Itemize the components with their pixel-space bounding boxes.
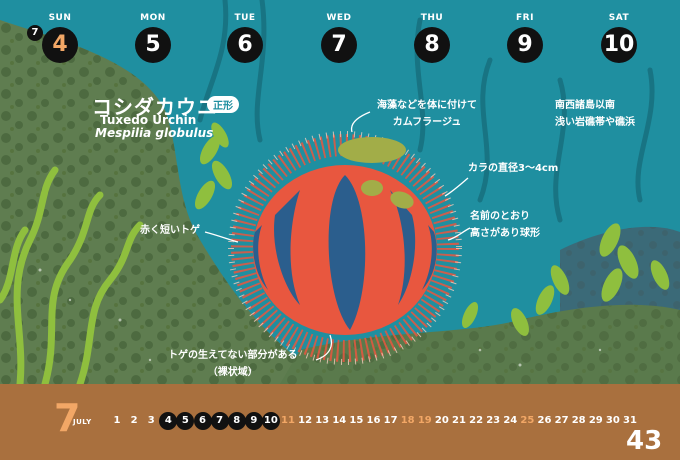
calendar-day: 17 <box>383 415 398 426</box>
species-name-scientific: Mespilia globulus <box>95 126 214 140</box>
week-day-fri: FRI 9 <box>495 0 555 63</box>
calendar-day: 4 <box>159 412 178 430</box>
weekday-name: SAT <box>608 13 630 23</box>
note-camouflage: 海藻などを体に付けて カムフラージュ <box>377 97 477 131</box>
weekday-name: SUN <box>48 13 72 23</box>
month-name: JULY <box>73 418 92 426</box>
background-kelp <box>197 0 655 223</box>
calendar-day: 18 <box>400 415 415 426</box>
calendar-day: 21 <box>452 415 466 426</box>
month-strip <box>0 384 680 460</box>
weekday-date-circle: 8 <box>414 27 450 63</box>
calendar-day: 12 <box>298 415 313 426</box>
weekday-name: FRI <box>516 13 534 23</box>
note-line: カムフラージュ <box>392 117 462 128</box>
urchin-seaweed-bit <box>361 180 383 196</box>
note-line: 浅い岩礁帯や礁浜 <box>555 117 635 128</box>
urchin-seaweed-bit-2 <box>390 191 414 209</box>
month-number: 7 <box>54 396 81 440</box>
calendar-day: 27 <box>554 415 569 426</box>
calendar-day: 5 <box>176 412 195 430</box>
weekday-name: MON <box>140 13 166 23</box>
calendar-day: 29 <box>588 415 603 426</box>
weekday-date-circle: 9 <box>507 27 543 63</box>
calendar-day: 25 <box>520 415 535 426</box>
calendar-day: 28 <box>571 415 586 426</box>
rock-floor-texture <box>280 304 680 384</box>
calendar-day: 3 <box>147 415 155 426</box>
calendar-day: 19 <box>417 415 432 426</box>
calendar-day: 1 <box>113 415 121 426</box>
calendar-day: 14 <box>332 415 347 426</box>
week-day-thu: THU 8 <box>402 0 462 63</box>
species-name-japanese: コシダカウニ <box>92 95 218 119</box>
weekday-date-circle: 4 <box>42 27 78 63</box>
urchin-seaweed-cap <box>338 137 406 163</box>
calendar-day: 9 <box>244 412 263 430</box>
calendar-day: 11 <box>281 415 295 426</box>
calendar-day: 13 <box>315 415 330 426</box>
note-shape: 名前のとおり 高さがあり球形 <box>470 208 540 242</box>
calendar-day: 20 <box>434 415 449 426</box>
calendar-day: 30 <box>605 415 620 426</box>
calendar-day: 24 <box>503 415 518 426</box>
calendar-day: 15 <box>349 415 364 426</box>
week-day-wed: WED 7 <box>309 0 369 63</box>
note-line: （裸状域） <box>207 367 258 378</box>
calendar-day: 22 <box>469 415 484 426</box>
seaweed-right <box>461 223 670 336</box>
calendar-day: 8 <box>227 412 246 430</box>
weekday-name: THU <box>420 13 444 23</box>
foreground-seaweed-left <box>0 166 144 388</box>
calendar-day: 23 <box>486 415 501 426</box>
calendar-day: 10 <box>261 412 280 430</box>
week-day-sun: SUN 4 <box>30 0 90 63</box>
weekday-name: TUE <box>234 13 256 23</box>
calendar-day: 2 <box>130 415 138 426</box>
urchin-spine-tips <box>228 131 462 365</box>
page-number: 43 <box>626 426 663 456</box>
weekday-date-circle: 10 <box>601 27 637 63</box>
calendar-day: 26 <box>537 415 552 426</box>
note-line: トゲの生えてない部分がある <box>168 350 298 361</box>
week-day-sat: SAT 10 <box>589 0 649 63</box>
weekday-date-circle: 7 <box>321 27 357 63</box>
calendar-day: 7 <box>210 412 229 430</box>
calendar-day: 31 <box>623 415 637 426</box>
seaweed-fronds-left <box>194 122 233 210</box>
sea-urchin <box>228 131 462 365</box>
note-line: 南西諸島以南 <box>555 100 615 111</box>
urchin-bare-zones <box>253 175 437 330</box>
calendar-day: 16 <box>366 415 381 426</box>
note-line: 名前のとおり <box>470 211 530 222</box>
rock-left-texture <box>0 20 360 384</box>
weekday-date-circle: 5 <box>135 27 171 63</box>
calendar-day: 6 <box>193 412 212 430</box>
week-day-tue: TUE 6 <box>215 0 275 63</box>
note-habitat: 南西諸島以南 浅い岩礁帯や礁浜 <box>555 97 635 131</box>
note-line: 高さがあり球形 <box>470 228 540 239</box>
note-bare-zone: トゲの生えてない部分がある （裸状域） <box>168 347 298 381</box>
week-day-mon: MON 5 <box>123 0 183 63</box>
callout-lines <box>204 111 471 361</box>
sunday-month-badge: 7 <box>27 25 43 41</box>
bubbles <box>38 268 602 372</box>
shape-badge: 正形 <box>207 96 239 113</box>
note-size: カラの直径3～4cm <box>468 163 559 174</box>
species-name-english: Tuxedo Urchin <box>100 113 197 127</box>
weekday-date-circle: 6 <box>227 27 263 63</box>
weekday-name: WED <box>326 13 352 23</box>
note-spines: 赤く短いトゲ <box>140 225 200 236</box>
urchin-spine-halo <box>231 134 459 362</box>
note-line: 海藻などを体に付けて <box>377 100 477 111</box>
